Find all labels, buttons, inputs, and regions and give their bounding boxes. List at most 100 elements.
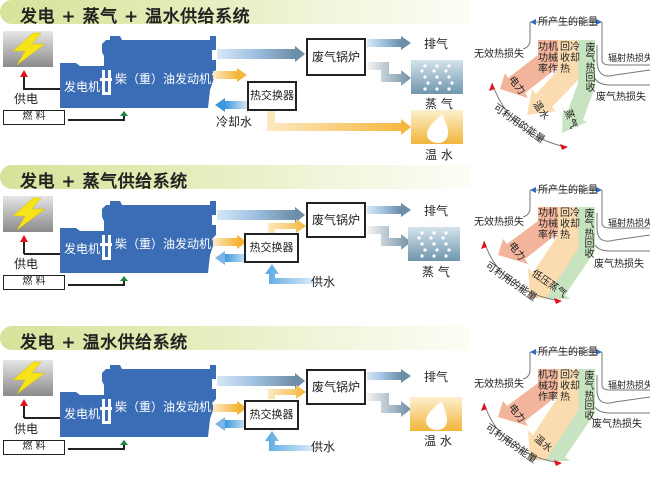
power-label: 供电 [14, 257, 39, 271]
steam-icon [408, 227, 460, 261]
return-water-arrow [215, 251, 249, 265]
heat-exchanger-box: 热交换器 [244, 400, 299, 430]
exhaust-label: 排气 [424, 370, 449, 384]
hot-water-label: 温 水 [425, 148, 453, 162]
section-title: 发电 + 温水供给系统 [20, 333, 188, 353]
exhaust-label: 排气 [424, 204, 449, 218]
heat-exchanger-to-boiler-arrow [268, 219, 306, 233]
power-label: 供电 [14, 422, 39, 436]
boiler-box: 废气锅炉 [306, 369, 366, 405]
mech-power-label: 机功械功作率 [538, 370, 558, 403]
engine-icon [60, 36, 216, 108]
generator-label: 发电机 [64, 80, 101, 94]
section-header: 发电 + 温水供给系统 [0, 326, 470, 353]
heat-exchanger-label: 热交换器 [250, 89, 294, 102]
produced-energy-label: 所产生的能量 [538, 185, 598, 196]
steam-supply-arrow [367, 62, 411, 86]
exhaust-heat-recovery-label: 废气热回收 [582, 208, 593, 258]
power-label: 供电 [14, 92, 39, 106]
exhaust-arrow [217, 373, 305, 389]
energy-diagram: 所产生的能量 无效热损失 辐射热损失 废气热损失 功机功械率作 回冷收却热 废气… [470, 5, 650, 155]
power-arrow [20, 70, 60, 90]
exhaust-heat-loss-label: 废气热损失 [596, 92, 646, 103]
heat-exchanger-label: 热交换器 [249, 408, 294, 421]
fuel-label: 燃 料 [22, 441, 46, 452]
fuel-box: 燃 料 [3, 440, 65, 455]
cooling-heat-recovery-label: 回冷收却热 [560, 370, 580, 403]
boiler-label: 废气锅炉 [311, 50, 360, 64]
section-title: 发电 + 蒸气供给系统 [20, 172, 188, 192]
exhaust-heat-loss-label: 废气热损失 [592, 419, 642, 430]
section-title: 发电 + 蒸气 + 温水供给系统 [20, 7, 251, 27]
hot-water-label: 温 水 [424, 434, 452, 448]
hot-water-arrow [213, 68, 247, 82]
steam-icon [411, 60, 463, 94]
exhaust-arrow [217, 46, 305, 62]
boiler-label: 废气锅炉 [311, 213, 360, 227]
supply-water-label: 供水 [311, 440, 336, 454]
engine-label: 柴（重）油发动机 [115, 237, 212, 251]
radiation-loss-label: 辐射热损失 [608, 54, 650, 64]
supply-water-arrow [265, 264, 315, 284]
exhaust-out-arrow [367, 369, 411, 383]
fuel-arrow [68, 440, 128, 450]
boiler-box: 废气锅炉 [306, 38, 366, 76]
produced-energy-label: 所产生的能量 [538, 347, 598, 358]
heat-exchanger-box: 热交换器 [244, 233, 299, 263]
lightning-icon [3, 360, 53, 396]
cooling-water-arrow [215, 98, 249, 112]
steam-supply-arrow [367, 226, 411, 250]
fuel-label: 燃 料 [22, 276, 46, 287]
hot-water-supply-arrow [367, 393, 411, 417]
exhaust-heat-recovery-label: 废气热回收 [583, 42, 594, 92]
lightning-icon [3, 31, 53, 67]
produced-energy-label: 所产生的能量 [538, 17, 598, 28]
cooling-heat-recovery-label: 回冷收却热 [560, 42, 580, 75]
invalid-heat-loss-label: 无效热损失 [474, 49, 524, 60]
exhaust-out-arrow [367, 203, 411, 217]
lightning-icon [3, 196, 53, 232]
section-steam: 发电 + 蒸气供给系统 供电 燃 料 发电机 柴（重）油发动机 热交换器 [0, 165, 650, 323]
energy-diagram: 所产生的能量 无效热损失 辐射热损失 废气热损失 功机功械率作 回冷收却热 废气… [470, 173, 650, 323]
steam-label: 蒸 气 [425, 97, 453, 111]
fuel-arrow [68, 276, 128, 286]
hot-water-supply-arrow [267, 111, 411, 135]
power-arrow [20, 235, 60, 255]
invalid-heat-loss-label: 无效热损失 [474, 217, 524, 228]
engine-label: 柴（重）油发动机 [115, 72, 212, 86]
supply-water-label: 供水 [311, 275, 336, 289]
engine-label: 柴（重）油发动机 [115, 400, 212, 414]
boiler-label: 废气锅炉 [311, 380, 360, 394]
heat-exchanger-to-boiler-arrow [268, 385, 306, 399]
power-arrow [20, 399, 60, 419]
energy-diagram: 所产生的能量 无效热损失 辐射热损失 废气热损失 机功械功作率 回冷收却热 废气… [470, 335, 650, 475]
heat-exchanger-label: 热交换器 [249, 241, 294, 254]
supply-water-arrow [265, 431, 315, 451]
exhaust-label: 排气 [424, 37, 449, 51]
heat-exchanger-box: 热交换器 [247, 81, 297, 111]
water-drop-icon [410, 397, 462, 431]
fuel-box: 燃 料 [3, 275, 65, 290]
exhaust-heat-recovery-label: 废气热回收 [582, 370, 593, 420]
invalid-heat-loss-label: 无效热损失 [474, 379, 524, 390]
radiation-loss-label: 辐射热损失 [608, 381, 650, 391]
section-hotwater: 发电 + 温水供给系统 供电 燃 料 发电机 柴（重）油发动机 热交换器 [0, 326, 650, 484]
generator-label: 发电机 [64, 242, 101, 256]
hot-water-arrow [213, 401, 247, 415]
generator-label: 发电机 [64, 407, 101, 421]
section-header: 发电 + 蒸气供给系统 [0, 165, 470, 192]
cooling-water-label: 冷却水 [216, 115, 253, 129]
fuel-box: 燃 料 [3, 110, 65, 125]
mech-power-label: 功机功械率作 [538, 208, 558, 241]
water-drop-icon [411, 110, 463, 144]
fuel-arrow [68, 111, 128, 121]
exhaust-heat-loss-label: 废气热损失 [594, 259, 644, 270]
hot-water-arrow [213, 235, 247, 249]
boiler-box: 废气锅炉 [306, 202, 366, 238]
radiation-loss-label: 辐射热损失 [608, 219, 650, 229]
engine-icon [60, 365, 216, 437]
fuel-label: 燃 料 [22, 111, 46, 122]
mech-power-label: 功机功械率作 [538, 42, 558, 75]
exhaust-out-arrow [367, 36, 411, 50]
exhaust-arrow [217, 207, 305, 223]
